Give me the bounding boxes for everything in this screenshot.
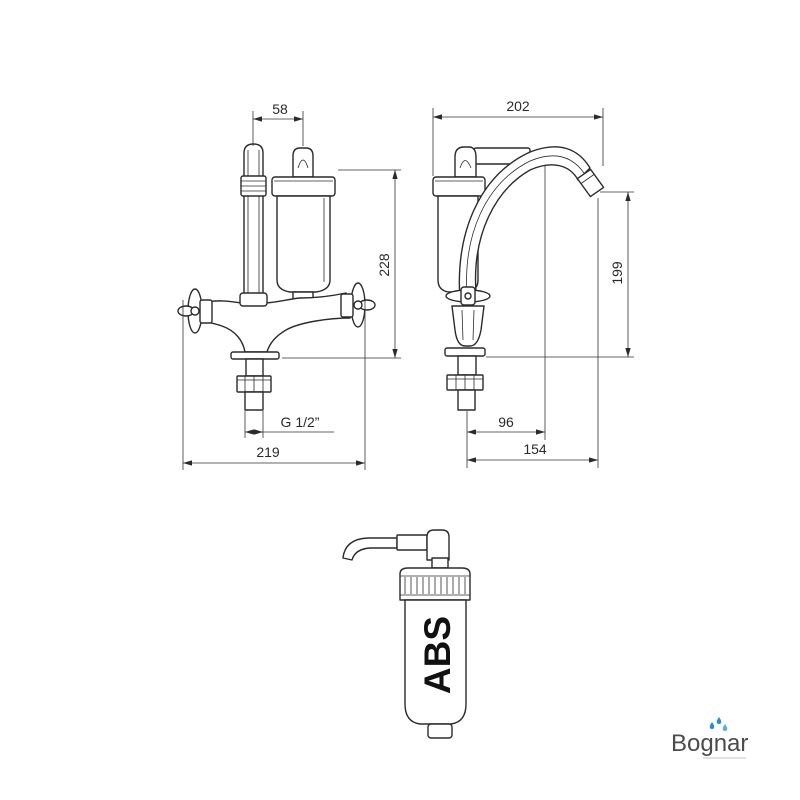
cartridge-material-label: ABS [417,616,458,694]
front-neck [245,358,264,377]
side-nozzle-band [580,174,595,184]
side-spout-nozzle [576,168,605,198]
front-filter-head [292,147,314,178]
logo-water-drop-icon [716,717,722,724]
logo-water-drop-icon [722,724,728,731]
dim-219-label: 219 [256,444,280,460]
front-right-handle-hub [340,293,354,318]
side-neck [457,355,477,376]
dim-202-label: 202 [506,98,530,114]
logo-water-drop-icon [709,722,715,729]
cartridge-outlet-tube [342,537,398,561]
side-view: 202 199 96 154 [432,98,634,468]
side-gooseneck-spout [458,146,591,301]
front-spout-base-nut [239,292,268,307]
front-valve-body [206,292,351,353]
dim-228-label: 228 [376,253,392,277]
side-filter-head-lever [459,160,472,169]
side-handle-center [464,292,472,300]
filter-cartridge-detail: ABS [342,529,471,739]
front-right-handle [340,282,376,328]
front-right-handle-center [353,300,363,310]
dim-96-label: 96 [498,414,514,430]
side-spout-shade [466,155,585,296]
front-filter-head-lever [297,159,309,169]
dim-199-label: 199 [609,261,625,285]
cartridge-neck [431,557,449,569]
brand-logo: Bognar [671,717,748,759]
front-spout-pipe [243,143,264,300]
front-left-handle [177,288,213,334]
cartridge-connector [396,534,428,551]
front-filter-cap [271,176,336,197]
front-left-handle-center [190,306,200,316]
side-shank [457,389,476,411]
front-shank [244,391,264,411]
side-filter-head [454,146,477,178]
cartridge-head [426,529,450,561]
dim-58-label: 58 [272,101,288,117]
side-filter-cap [432,176,486,197]
side-valve-shade [472,309,475,341]
front-filter-body [276,195,331,293]
front-left-handle-hub [199,299,213,324]
front-base-flange [230,351,280,360]
side-valve-body [451,305,485,347]
side-base-flange [444,347,486,357]
dim-154-label: 154 [523,441,547,457]
cartridge-bottom-nub [427,723,453,739]
side-valve-shade [461,309,464,341]
brand-name: Bognar [671,730,748,757]
front-view: 58 228 G 1/2” 219 [177,101,401,470]
dim-thread-label: G 1/2” [281,414,320,430]
